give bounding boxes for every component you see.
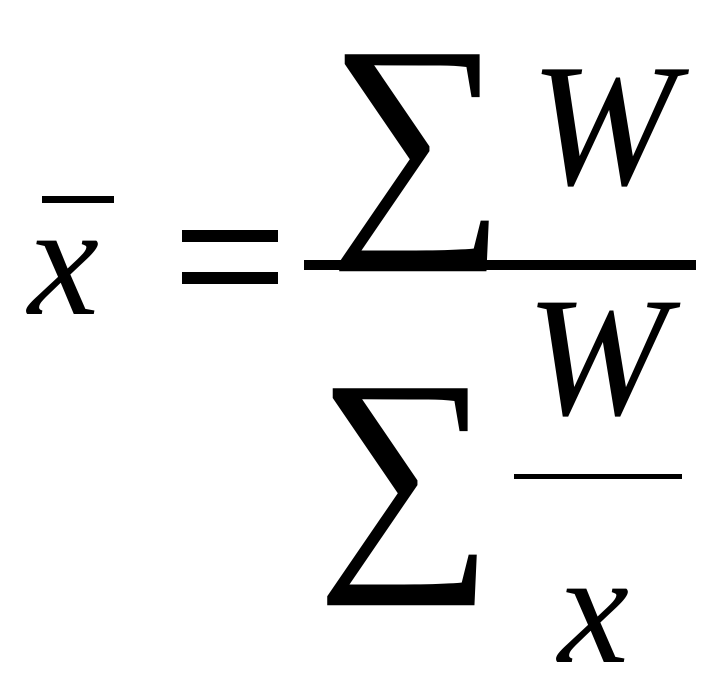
numerator-w-variable: W xyxy=(530,28,676,222)
equals-sign-bottom-bar xyxy=(182,272,278,284)
lhs-x-variable: x xyxy=(28,171,100,349)
equals-sign-top-bar xyxy=(182,230,278,242)
mean-overbar xyxy=(42,196,114,203)
denominator-w-variable: W xyxy=(526,263,668,451)
numerator-sum-symbol: ∑ xyxy=(328,0,507,273)
main-fraction-line xyxy=(304,260,696,270)
denominator-x-variable: x xyxy=(558,519,630,697)
denominator-sum-symbol: ∑ xyxy=(316,330,495,607)
denominator-fraction-line xyxy=(514,474,682,479)
